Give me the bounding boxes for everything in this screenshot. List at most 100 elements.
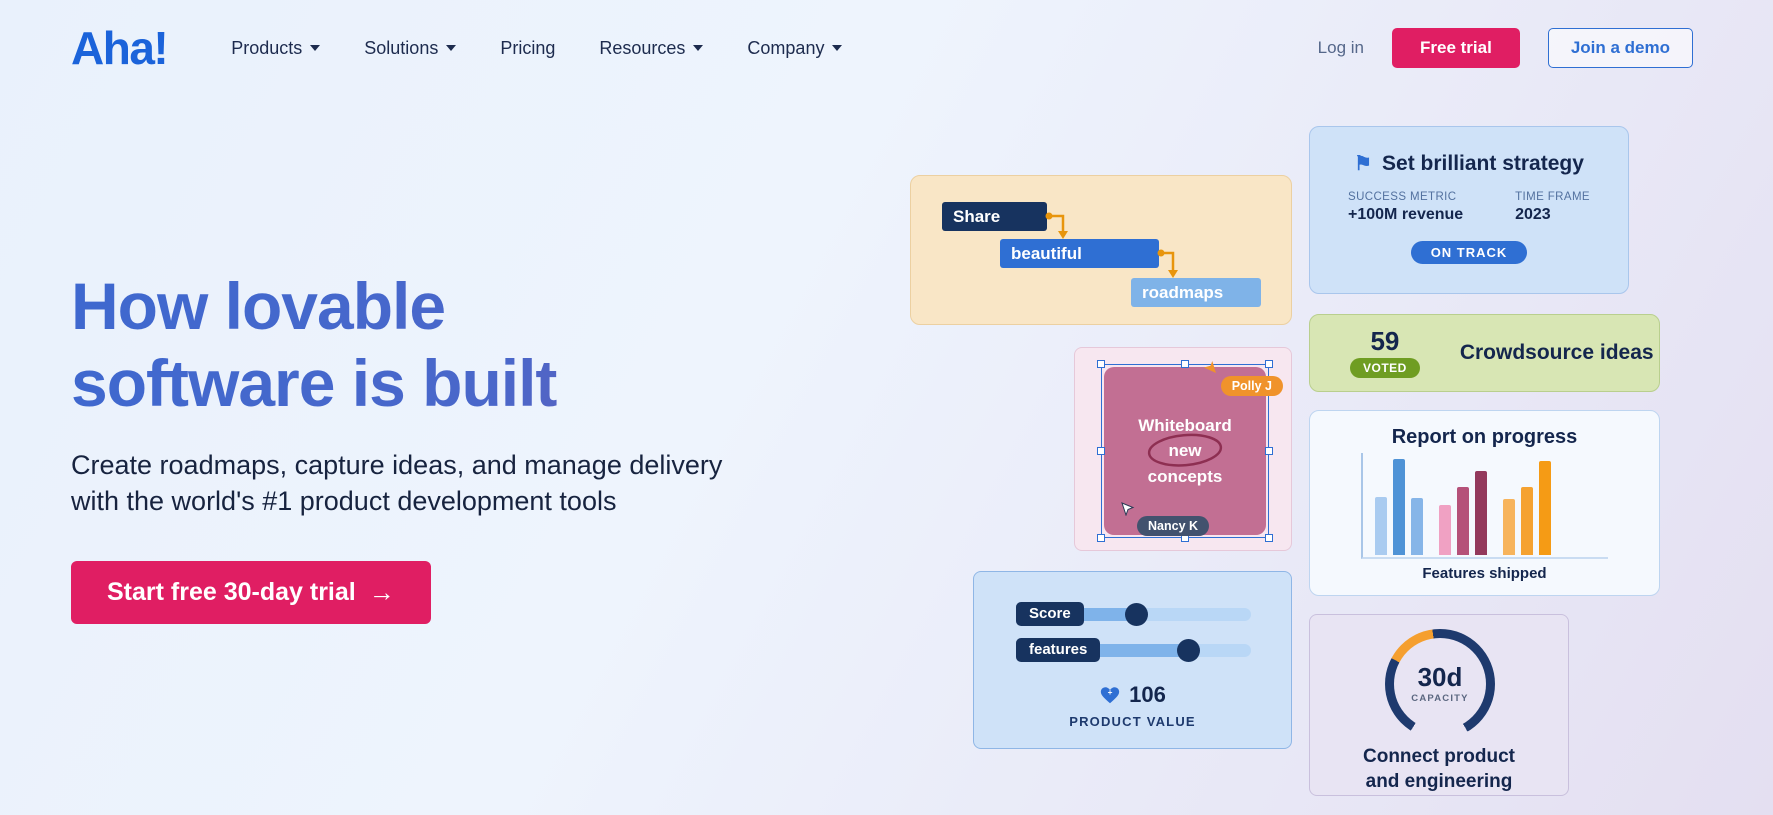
hero-title-line1: How lovable bbox=[71, 269, 446, 343]
user-tag-nancy: Nancy K bbox=[1137, 516, 1210, 536]
nav-resources[interactable]: Resources bbox=[599, 37, 704, 59]
gantt-bar-share: Share bbox=[942, 202, 1047, 231]
header-actions: Log in Free trial Join a demo bbox=[1318, 28, 1693, 68]
hero-subtitle: Create roadmaps, capture ideas, and mana… bbox=[71, 448, 871, 518]
report-bar bbox=[1411, 498, 1423, 555]
selection-handle bbox=[1097, 534, 1105, 542]
report-bar bbox=[1439, 505, 1451, 555]
product-value-caption: PRODUCT VALUE bbox=[1069, 714, 1196, 729]
bar-chart bbox=[1361, 453, 1608, 559]
on-track-badge: ON TRACK bbox=[1410, 241, 1528, 264]
start-trial-label: Start free 30-day trial bbox=[107, 577, 356, 606]
time-frame-metric: TIME FRAME 2023 bbox=[1515, 191, 1590, 224]
nav-company[interactable]: Company bbox=[747, 37, 843, 59]
hero-title-line2: software is built bbox=[71, 346, 557, 421]
score-slider-label: Score bbox=[1016, 602, 1084, 626]
score-slider: Score bbox=[1016, 602, 1251, 626]
heart-icon: + bbox=[1100, 687, 1120, 704]
roadmap-illustration-card: Share beautiful roadmaps bbox=[910, 175, 1292, 325]
strategy-metrics: SUCCESS METRIC +100M revenue TIME FRAME … bbox=[1310, 191, 1628, 224]
report-caption: Features shipped bbox=[1422, 565, 1547, 582]
whiteboard-card: Whiteboard new concepts Polly J bbox=[1074, 347, 1292, 551]
svg-text:+: + bbox=[1108, 688, 1113, 697]
score-slider-knob bbox=[1124, 603, 1148, 626]
nav-company-label: Company bbox=[747, 37, 825, 58]
join-demo-button[interactable]: Join a demo bbox=[1547, 28, 1693, 68]
crowdsource-ideas-card: 59 VOTED Crowdsource ideas bbox=[1309, 314, 1660, 392]
capacity-gauge-center: 30d CAPACITY bbox=[1394, 638, 1486, 730]
nav-pricing-label: Pricing bbox=[500, 37, 556, 58]
strategy-title-text: Set brilliant strategy bbox=[1382, 152, 1584, 175]
flag-icon: ⚑ bbox=[1354, 153, 1373, 175]
nav-products-label: Products bbox=[231, 37, 303, 58]
selection-handle bbox=[1265, 534, 1273, 542]
nav-pricing[interactable]: Pricing bbox=[500, 38, 555, 59]
selection-handle bbox=[1097, 360, 1105, 368]
main-nav: Products Solutions Pricing Resources Com… bbox=[231, 37, 843, 59]
capacity-card: 30d CAPACITY Connect product and enginee… bbox=[1309, 614, 1569, 796]
time-frame-value: 2023 bbox=[1515, 206, 1551, 223]
header: Aha! Products Solutions Pricing Resource… bbox=[0, 0, 1773, 96]
features-slider: features bbox=[1016, 638, 1251, 662]
selection-handle bbox=[1181, 360, 1189, 368]
whiteboard-text-line1: Whiteboard bbox=[1138, 415, 1232, 435]
chevron-down-icon bbox=[832, 45, 843, 51]
capacity-gauge: 30d CAPACITY bbox=[1385, 629, 1495, 739]
gantt-bar-beautiful: beautiful bbox=[1000, 239, 1159, 268]
strategy-card-title: ⚑ Set brilliant strategy bbox=[1310, 152, 1628, 176]
product-value-card: Score features + 106 PRODUCT VALUE bbox=[973, 571, 1292, 749]
capacity-value: 30d bbox=[1417, 662, 1463, 692]
report-bar bbox=[1521, 487, 1533, 555]
features-slider-label: features bbox=[1016, 638, 1101, 662]
nav-products[interactable]: Products bbox=[231, 37, 321, 59]
voted-badge: VOTED bbox=[1350, 358, 1420, 378]
nav-solutions[interactable]: Solutions bbox=[364, 37, 457, 59]
ideas-card-title: Crowdsource ideas bbox=[1459, 341, 1654, 364]
arrow-right-icon: → bbox=[368, 577, 395, 608]
cursor-icon-orange bbox=[1203, 360, 1217, 379]
nav-solutions-label: Solutions bbox=[364, 37, 439, 58]
capacity-caption-line1: Connect product bbox=[1363, 746, 1515, 767]
success-metric-value: +100M revenue bbox=[1348, 206, 1464, 223]
whiteboard-text-line2: new bbox=[1147, 433, 1223, 467]
capacity-caption-line2: and engineering bbox=[1365, 770, 1513, 792]
cursor-icon-white bbox=[1121, 502, 1135, 521]
time-frame-label: TIME FRAME bbox=[1515, 191, 1590, 203]
dependency-connector-arrows bbox=[1045, 212, 1178, 278]
selection-handle bbox=[1265, 360, 1273, 368]
features-slider-knob bbox=[1176, 639, 1200, 662]
selection-handle bbox=[1265, 447, 1273, 455]
start-trial-button[interactable]: Start free 30-day trial → bbox=[71, 560, 431, 624]
capacity-caption: Connect product and engineering bbox=[1310, 745, 1568, 794]
hero-subtitle-line2: with the world's #1 product development … bbox=[71, 485, 617, 516]
user-tag-polly: Polly J bbox=[1220, 376, 1283, 396]
nav-resources-label: Resources bbox=[599, 37, 686, 58]
success-metric: SUCCESS METRIC +100M revenue bbox=[1348, 191, 1463, 224]
report-bar bbox=[1539, 461, 1551, 555]
success-metric-label: SUCCESS METRIC bbox=[1348, 191, 1457, 203]
aha-logo[interactable]: Aha! bbox=[71, 22, 169, 74]
whiteboard-word-new: new bbox=[1168, 441, 1202, 461]
whiteboard-text-line3: concepts bbox=[1147, 466, 1223, 486]
chevron-down-icon bbox=[446, 45, 457, 51]
report-bars bbox=[1363, 455, 1608, 555]
report-bar bbox=[1457, 487, 1469, 555]
report-bar bbox=[1393, 459, 1405, 555]
whiteboard-selection: Whiteboard new concepts bbox=[1097, 360, 1273, 542]
product-value-count: 106 bbox=[1129, 682, 1166, 707]
gantt-bar-roadmaps: roadmaps bbox=[1131, 278, 1261, 307]
chevron-down-icon bbox=[310, 45, 321, 51]
report-bar bbox=[1375, 497, 1387, 555]
hero-subtitle-line1: Create roadmaps, capture ideas, and mana… bbox=[71, 450, 723, 481]
report-card: Report on progress Features shipped bbox=[1309, 410, 1660, 596]
free-trial-button[interactable]: Free trial bbox=[1392, 28, 1520, 68]
chevron-down-icon bbox=[693, 45, 704, 51]
strategy-card: ⚑ Set brilliant strategy SUCCESS METRIC … bbox=[1309, 126, 1629, 294]
selection-handle bbox=[1097, 447, 1105, 455]
login-link[interactable]: Log in bbox=[1317, 38, 1364, 57]
report-bar bbox=[1475, 471, 1487, 555]
report-card-title: Report on progress bbox=[1391, 426, 1578, 448]
